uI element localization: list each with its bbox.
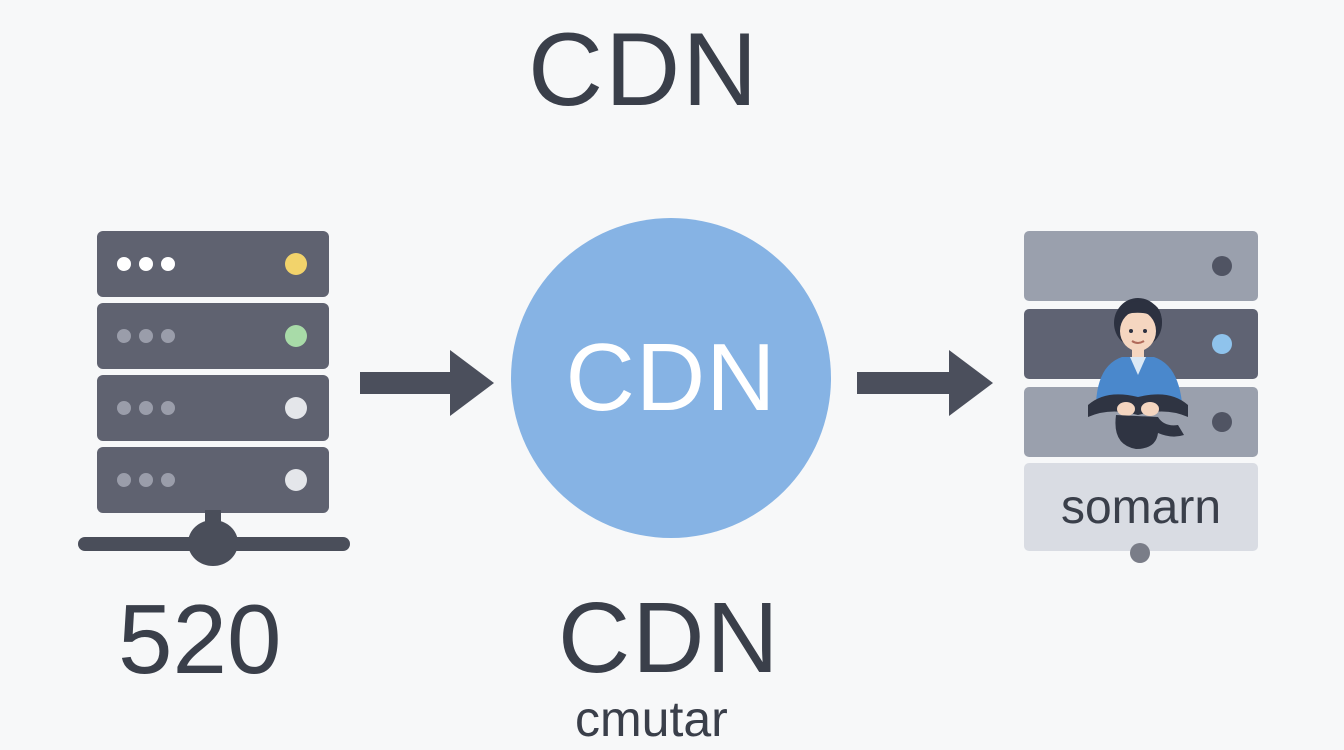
origin-label: 520	[118, 584, 282, 694]
edge-label-box: somarn	[1024, 463, 1258, 551]
cdn-label: CDN	[558, 582, 781, 694]
edge-server-unit	[1024, 231, 1258, 301]
origin-rack-unit	[97, 447, 329, 513]
status-led-icon	[1212, 334, 1232, 354]
status-led-icon	[1212, 412, 1232, 432]
cdn-node-label: CDN	[565, 324, 777, 431]
status-led-icon	[285, 325, 307, 347]
indicator-dots	[117, 473, 175, 487]
cdn-sublabel: cmutar	[575, 691, 728, 747]
origin-rack-unit	[97, 303, 329, 369]
status-led-icon	[285, 397, 307, 419]
indicator-dots	[117, 257, 175, 271]
edge-connector-dot	[1130, 543, 1150, 563]
status-led-icon	[1212, 256, 1232, 276]
status-led-icon	[285, 469, 307, 491]
status-led-icon	[285, 253, 307, 275]
diagram-title: CDN	[528, 12, 760, 128]
person-icon	[1088, 298, 1188, 449]
network-hub-icon	[188, 520, 238, 566]
cdn-node: CDN	[511, 218, 831, 538]
origin-rack-unit	[97, 231, 329, 297]
indicator-dots	[117, 329, 175, 343]
edge-label: somarn	[1060, 480, 1222, 534]
origin-rack-unit	[97, 375, 329, 441]
indicator-dots	[117, 401, 175, 415]
